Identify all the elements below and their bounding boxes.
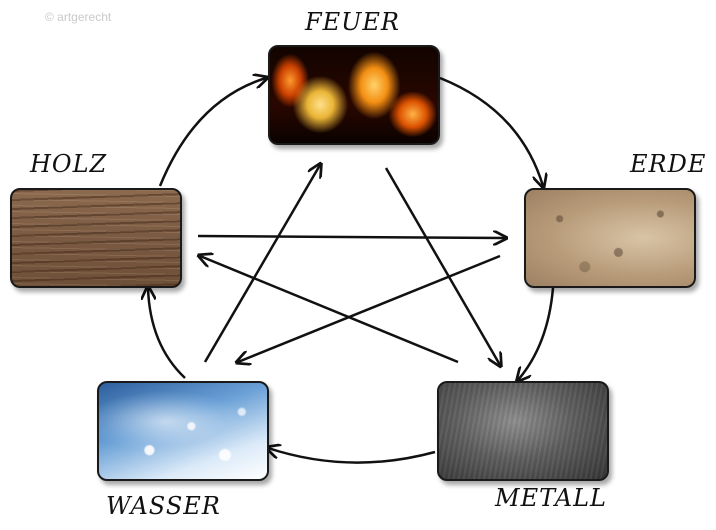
earth-image: [524, 188, 696, 288]
label-metall: METALL: [495, 484, 607, 512]
arrow-metall-to-wasser: [268, 448, 436, 464]
arrow-wasser-to-holz: [148, 288, 186, 379]
label-feuer: FEUER: [305, 8, 400, 36]
wood-image: [10, 188, 182, 288]
metal-image: [437, 381, 609, 481]
label-erde: ERDE: [630, 150, 707, 178]
arrow-wasser-to-feuer: [203, 165, 320, 363]
label-holz: HOLZ: [30, 150, 108, 178]
arrow-metall-to-holz: [200, 256, 459, 364]
label-wasser: WASSER: [106, 492, 221, 520]
copyright-watermark: © artgerecht: [45, 10, 112, 24]
arrow-holz-to-feuer: [158, 78, 266, 187]
water-image: [97, 381, 269, 481]
arrow-holz-to-erde: [197, 236, 505, 238]
arrow-feuer-to-metall: [384, 167, 500, 365]
arrow-feuer-to-erde: [439, 76, 543, 186]
arrow-erde-to-metall: [518, 287, 555, 380]
fire-image: [268, 45, 440, 145]
arrow-erde-to-wasser: [238, 254, 501, 362]
